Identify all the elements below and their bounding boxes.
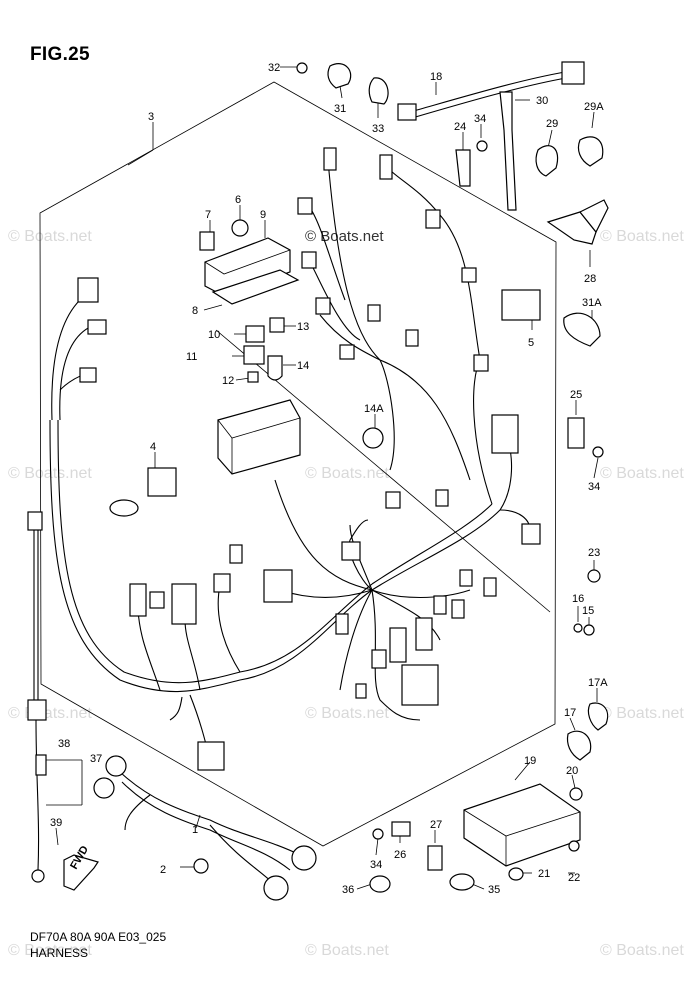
callout-label: 31A xyxy=(582,297,602,309)
callout-label: 16 xyxy=(572,593,584,605)
callout-label: 34 xyxy=(370,859,382,871)
watermark: © Boats.net xyxy=(305,942,389,959)
callout-label: 8 xyxy=(192,305,198,317)
callout-labels: 3 2 1 4 5 6 7 8 9 10 11 12 13 14 14A 15 … xyxy=(50,62,608,896)
callout-label: 25 xyxy=(570,389,582,401)
callout-label: 19 xyxy=(524,755,536,767)
callout-label: 31 xyxy=(334,103,346,115)
callout-label: 15 xyxy=(582,605,594,617)
harness-parts: FWD xyxy=(31,62,609,901)
callout-label: 21 xyxy=(538,868,550,880)
harness-connectors xyxy=(27,61,585,776)
callout-label: 1 xyxy=(192,824,198,836)
watermark: © Boats.net xyxy=(600,228,684,245)
callout-label: 33 xyxy=(372,123,384,135)
callout-label: 29 xyxy=(546,118,558,130)
callout-label: 26 xyxy=(394,849,406,861)
callout-label: 20 xyxy=(566,765,578,777)
callout-label: 17A xyxy=(588,677,608,689)
callout-label: 7 xyxy=(205,209,211,221)
callout-label: 38 xyxy=(58,738,70,750)
footer-figure-name: HARNESS xyxy=(30,946,89,960)
callout-label: 22 xyxy=(568,872,580,884)
figure-title: FIG.25 xyxy=(30,44,90,65)
callout-label: 14A xyxy=(364,403,384,415)
callout-label: 9 xyxy=(260,209,266,221)
callout-label: 17 xyxy=(564,707,576,719)
callout-label: 23 xyxy=(588,547,600,559)
callout-label: 39 xyxy=(50,817,62,829)
callout-label: 2 xyxy=(160,864,166,876)
watermark: © Boats.net xyxy=(600,465,684,482)
callout-label: 12 xyxy=(222,375,234,387)
callout-label: 24 xyxy=(454,121,466,133)
watermark: © Boats.net xyxy=(305,705,389,722)
callout-label: 37 xyxy=(90,753,102,765)
watermark: © Boats.net xyxy=(305,465,389,482)
callout-label: 34 xyxy=(474,113,486,125)
callout-label: 36 xyxy=(342,884,354,896)
assembly-boundary xyxy=(39,81,557,847)
watermark: © Boats.net xyxy=(600,942,684,959)
callout-label: 5 xyxy=(528,337,534,349)
callout-label: 34 xyxy=(588,481,600,493)
callout-label: 13 xyxy=(297,321,309,333)
callout-label: 11 xyxy=(186,351,197,363)
callout-label: 27 xyxy=(430,819,442,831)
watermark: © Boats.net xyxy=(600,705,684,722)
callout-label: 4 xyxy=(150,441,156,453)
callout-label: 18 xyxy=(430,71,442,83)
callout-label: 35 xyxy=(488,884,500,896)
callout-label: 28 xyxy=(584,273,596,285)
watermark: © Boats.net xyxy=(8,228,92,245)
callout-label: 30 xyxy=(536,95,548,107)
callout-label: 14 xyxy=(297,360,309,372)
callout-label: 6 xyxy=(235,194,241,206)
watermark: © Boats.net xyxy=(8,465,92,482)
callout-label: 3 xyxy=(148,111,154,123)
footer-model-code: DF70A 80A 90A E03_025 xyxy=(30,930,167,944)
callout-label: 32 xyxy=(268,62,280,74)
callout-label: 10 xyxy=(208,329,220,341)
watermark: © Boats.net xyxy=(8,942,92,959)
callout-label: 29A xyxy=(584,101,604,113)
